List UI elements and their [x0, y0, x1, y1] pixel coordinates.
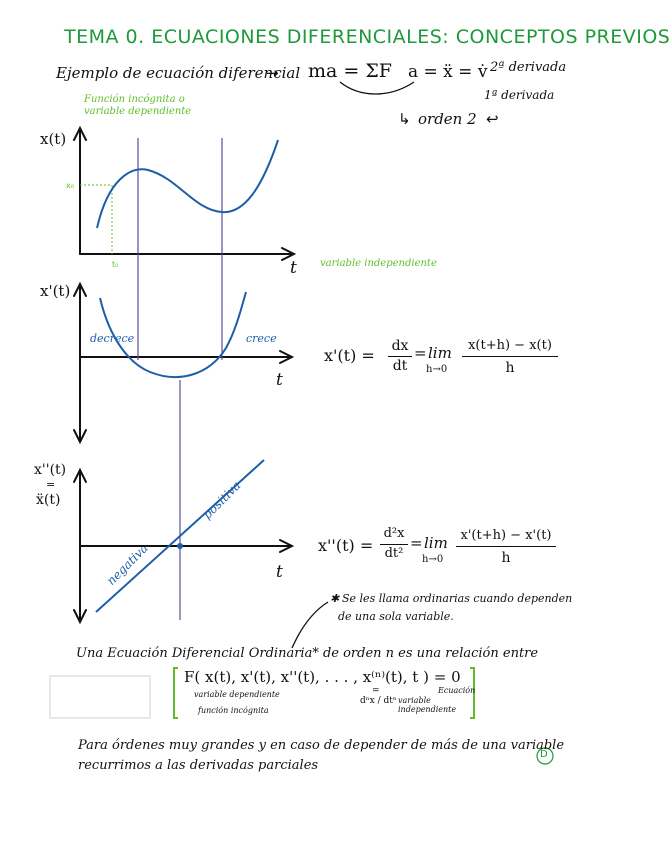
- newton-law: ma = ΣF: [308, 60, 392, 82]
- second-derivative-formula-lhs: x''(t) =: [318, 536, 374, 555]
- first-derivative-dt: dt: [392, 358, 408, 374]
- equals-sign-2: =: [410, 534, 423, 552]
- first-derivative-denominator: h: [505, 360, 515, 376]
- graph1-y-label: x(t): [40, 130, 67, 148]
- order-arrow-icon: ↳: [398, 110, 411, 128]
- nth-derivative-eq: =: [372, 686, 380, 696]
- function-curve: [96, 139, 279, 229]
- page-title: TEMA 0. ECUACIONES DIFERENCIALES: CONCEP…: [64, 26, 670, 48]
- second-derivative-numerator: x'(t+h) − x'(t): [460, 528, 552, 543]
- x0-label: x₀: [66, 181, 74, 190]
- notes-page: TEMA 0. ECUACIONES DIFERENCIALES: CONCEP…: [34, 26, 670, 773]
- page-badge: D: [540, 749, 548, 760]
- equation-label: Ecuación: [438, 686, 476, 695]
- acceleration-expr: a = ẍ = v̇: [408, 62, 488, 82]
- second-derivative-main-bar: [456, 546, 556, 547]
- graph3-y-label-eq: =: [46, 478, 56, 491]
- page-badge-circle: [536, 747, 554, 765]
- independent-variable-note: variable independiente: [320, 258, 437, 269]
- first-derivative-formula-lhs: x'(t) =: [324, 346, 375, 365]
- equation-bracket-left: [173, 667, 178, 719]
- second-derivative-lim-sub: h→0: [422, 554, 444, 565]
- return-arrow-icon: ↩: [486, 110, 499, 128]
- dependent-variable-note: variable dependiente: [194, 690, 280, 699]
- unknown-function-sub-note: función incógnita: [198, 706, 269, 715]
- general-ode-expression: F( x(t), x'(t), x''(t), . . . , x⁽ⁿ⁾(t),…: [184, 668, 461, 686]
- ode-note-arrow: [291, 601, 329, 649]
- graphs-canvas: [49, 81, 554, 765]
- equals-sign: =: [414, 344, 427, 362]
- thumbnail-sketch: [49, 675, 151, 719]
- inflection-point: [177, 543, 183, 549]
- unknown-function-note: Función incógnita o variable dependiente: [84, 94, 192, 117]
- equation-bracket-right: [470, 667, 475, 719]
- second-derivative-d2x: d²x: [383, 526, 405, 541]
- graph3-y-label-top: x''(t): [34, 462, 67, 478]
- second-derivative-dt2: dt²: [384, 546, 404, 561]
- second-derivative-line: [95, 459, 265, 613]
- ode-note-line2: de una sola variable.: [338, 610, 454, 623]
- t0-label: t₀: [112, 260, 119, 269]
- first-derivative-dx: dx: [391, 338, 409, 354]
- first-derivative-frac-bar: [388, 356, 412, 357]
- first-derivative-numerator: x(t+h) − x(t): [468, 338, 552, 353]
- ode-definition: Una Ecuación Diferencial Ordinaria* de o…: [76, 646, 539, 661]
- first-derivative-lim: lim: [428, 344, 452, 362]
- ode-note-bullet: ✱: [330, 592, 340, 605]
- graph3-y-label-bottom: ẍ(t): [36, 492, 61, 508]
- example-label: Ejemplo de ecuación diferencial: [56, 64, 301, 82]
- ode-note-line1: Se les llama ordinarias cuando dependen: [342, 592, 573, 605]
- intro-connector-arrow: [339, 81, 415, 95]
- first-derivative-lim-sub: h→0: [426, 364, 448, 375]
- order-note: orden 2: [418, 110, 477, 128]
- closing-line1: Para órdenes muy grandes y en caso de de…: [78, 738, 565, 753]
- first-derivative-note: 1ª derivada: [484, 88, 555, 102]
- second-derivative-lim: lim: [424, 534, 448, 552]
- second-derivative-frac-bar: [380, 544, 408, 545]
- graph3-x-label: t: [276, 562, 283, 582]
- second-derivative-note: 2ª derivada: [490, 60, 567, 75]
- second-derivative-denominator: h: [501, 550, 511, 566]
- graph1-x-label: t: [290, 258, 297, 278]
- arrow-icon: →: [266, 64, 279, 82]
- decreasing-label: decrece: [90, 332, 135, 345]
- graph2-x-label: t: [276, 370, 283, 390]
- first-derivative-curve: [99, 291, 247, 379]
- first-derivative-main-bar: [462, 356, 558, 357]
- increasing-label: crece: [246, 332, 277, 345]
- closing-line2: recurrimos a las derivadas parciales: [78, 758, 319, 773]
- graph2-y-label: x'(t): [40, 282, 71, 300]
- nth-derivative-fraction: dⁿx / dtⁿ: [360, 696, 397, 706]
- independent-variable-sub-note: variable independiente: [398, 696, 457, 714]
